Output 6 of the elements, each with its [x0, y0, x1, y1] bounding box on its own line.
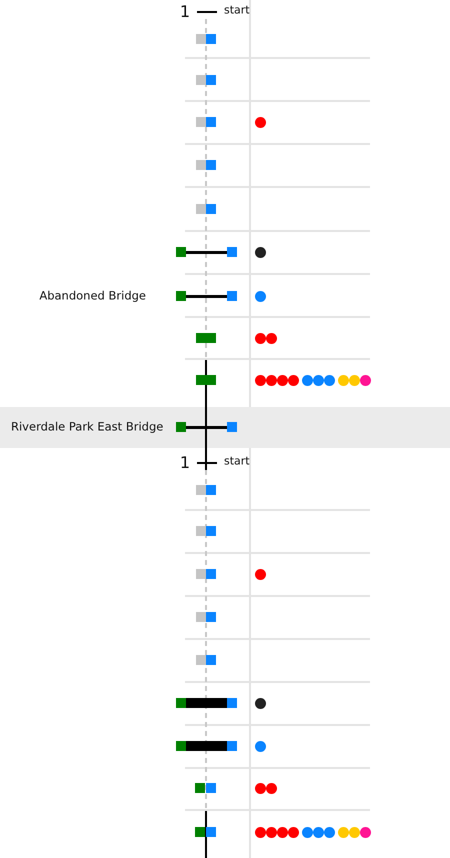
place-label: Riverdale Park East Bridge: [11, 420, 164, 434]
place-label: Abandoned Bridge: [39, 289, 146, 303]
start-label: start: [224, 456, 250, 468]
step-number: 1: [180, 2, 190, 22]
step-number: 1: [180, 454, 190, 472]
start-label: start: [224, 4, 250, 18]
